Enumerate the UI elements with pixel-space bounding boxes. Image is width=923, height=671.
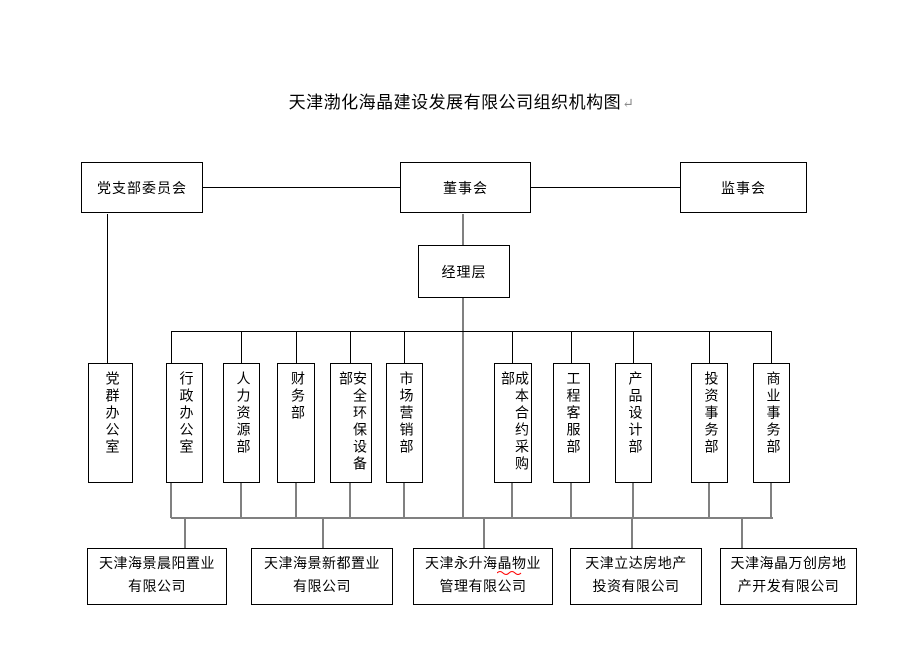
dept-box-marketing: 市场营销部 [386, 363, 423, 483]
subsidiary-box-yongsheng-haijing-property: 天津永升海晶物业 管理有限公司 [413, 548, 553, 605]
subsidiary-name-line2: 有限公司 [128, 579, 186, 595]
box-board-of-supervisors-label: 监事会 [721, 181, 766, 197]
bottom-stub-finance [295, 483, 297, 518]
connector-party-to-board [203, 187, 400, 188]
subsidiary-name-line2: 产开发有限公司 [737, 579, 840, 595]
connector-board-to-management [462, 214, 464, 245]
subsidiary-stub-3 [483, 519, 485, 548]
box-board-of-supervisors: 监事会 [680, 162, 807, 213]
chart-title-text: 天津渤化海晶建设发展有限公司组织机构图 [288, 93, 622, 112]
subsidiary-stub-4 [631, 519, 633, 548]
dept-box-product-design: 产品设计部 [615, 363, 652, 483]
subsidiary-name-line1: 天津海景晨阳置业 [99, 557, 215, 573]
box-management-level-label: 经理层 [441, 265, 487, 281]
top-stub-hr [241, 331, 242, 363]
dept-box-engineering-customer-service: 工程客服部 [553, 363, 590, 483]
box-board-of-directors: 董事会 [400, 162, 531, 213]
top-stub-engineering-service [571, 331, 572, 363]
bottom-stub-safety-equipment [349, 483, 351, 518]
bottom-stub-cost-procurement [511, 483, 513, 518]
subsidiary-name-line1: 天津海晶万创房地 [730, 557, 847, 573]
bottom-stub-admin-office [170, 483, 172, 518]
dept-label: 工程客服部 [564, 371, 580, 456]
connector-board-to-supervisors [531, 187, 680, 188]
top-stub-cost-procurement [512, 331, 513, 363]
dept-label: 行政办公室 [177, 371, 193, 456]
subsidiary-stub-5 [741, 519, 743, 548]
dept-label: 财务部 [289, 371, 304, 422]
top-stub-product-design [633, 331, 634, 363]
paragraph-mark-icon: ↵ [622, 97, 635, 112]
dept-label: 商业事务部 [764, 371, 780, 456]
connector-management-to-bus [462, 298, 464, 518]
subsidiary-stub-2 [322, 519, 324, 548]
dept-label: 安全环保设备部 [337, 371, 366, 473]
bottom-stub-investment-affairs [708, 483, 710, 518]
box-party-branch-committee-label: 党支部委员会 [97, 181, 187, 197]
chart-title: 天津渤化海晶建设发展有限公司组织机构图↵ [0, 88, 923, 113]
box-management-level: 经理层 [418, 245, 510, 298]
dept-label: 成本合约采购部 [499, 371, 528, 473]
top-stub-commercial-affairs [771, 331, 772, 363]
top-stub-safety-equipment [350, 331, 351, 363]
top-stub-marketing [404, 331, 405, 363]
dept-label: 人力资源部 [234, 371, 250, 456]
dept-box-cost-contract-procurement: 成本合约采购部 [494, 363, 532, 483]
top-bus-line [171, 331, 772, 332]
dept-box-admin-office: 行政办公室 [166, 363, 203, 483]
dept-label: 党群办公室 [103, 371, 119, 456]
bottom-stub-commercial-affairs [770, 483, 772, 518]
bottom-bus-line [171, 517, 773, 519]
box-board-of-directors-label: 董事会 [443, 181, 488, 197]
dept-label: 投资事务部 [702, 371, 718, 456]
bottom-stub-marketing [403, 483, 405, 518]
subsidiary-name-line2: 管理有限公司 [439, 579, 527, 595]
bottom-stub-product-design [632, 483, 634, 518]
connector-party-to-party-office [107, 214, 108, 363]
dept-box-finance: 财务部 [277, 363, 315, 483]
top-stub-finance [296, 331, 297, 363]
dept-label: 产品设计部 [626, 371, 642, 456]
subsidiary-box-haijing-chenyang: 天津海景晨阳置业 有限公司 [87, 548, 227, 605]
subsidiary-name-line1: 天津立达房地产 [585, 557, 687, 573]
subsidiary-box-haijing-wanchuang: 天津海晶万创房地 产开发有限公司 [720, 548, 857, 605]
subsidiary-name-line1: 天津海景新都置业 [264, 557, 380, 573]
box-party-branch-committee: 党支部委员会 [81, 162, 203, 213]
dept-box-human-resources: 人力资源部 [223, 363, 260, 483]
top-stub-admin-office [171, 331, 172, 363]
subsidiary-box-haijing-xindu: 天津海景新都置业 有限公司 [251, 548, 393, 605]
subsidiary-name-line1: 天津永升海晶物业 [425, 557, 541, 573]
dept-box-investment-affairs: 投资事务部 [691, 363, 728, 483]
dept-box-party-masses-office: 党群办公室 [88, 363, 133, 483]
subsidiary-name-line2: 有限公司 [293, 579, 351, 595]
subsidiary-stub-1 [184, 519, 186, 548]
bottom-stub-hr [240, 483, 242, 518]
dept-box-safety-environment-equipment: 安全环保设备部 [330, 363, 372, 483]
subsidiary-box-lida-real-estate: 天津立达房地产 投资有限公司 [570, 548, 702, 605]
subsidiary-name-line2: 投资有限公司 [592, 579, 680, 595]
top-stub-investment-affairs [709, 331, 710, 363]
spellcheck-squiggle-icon [497, 571, 522, 575]
dept-label: 市场营销部 [397, 371, 413, 456]
bottom-stub-engineering-service [570, 483, 572, 518]
dept-box-commercial-affairs: 商业事务部 [753, 363, 790, 483]
